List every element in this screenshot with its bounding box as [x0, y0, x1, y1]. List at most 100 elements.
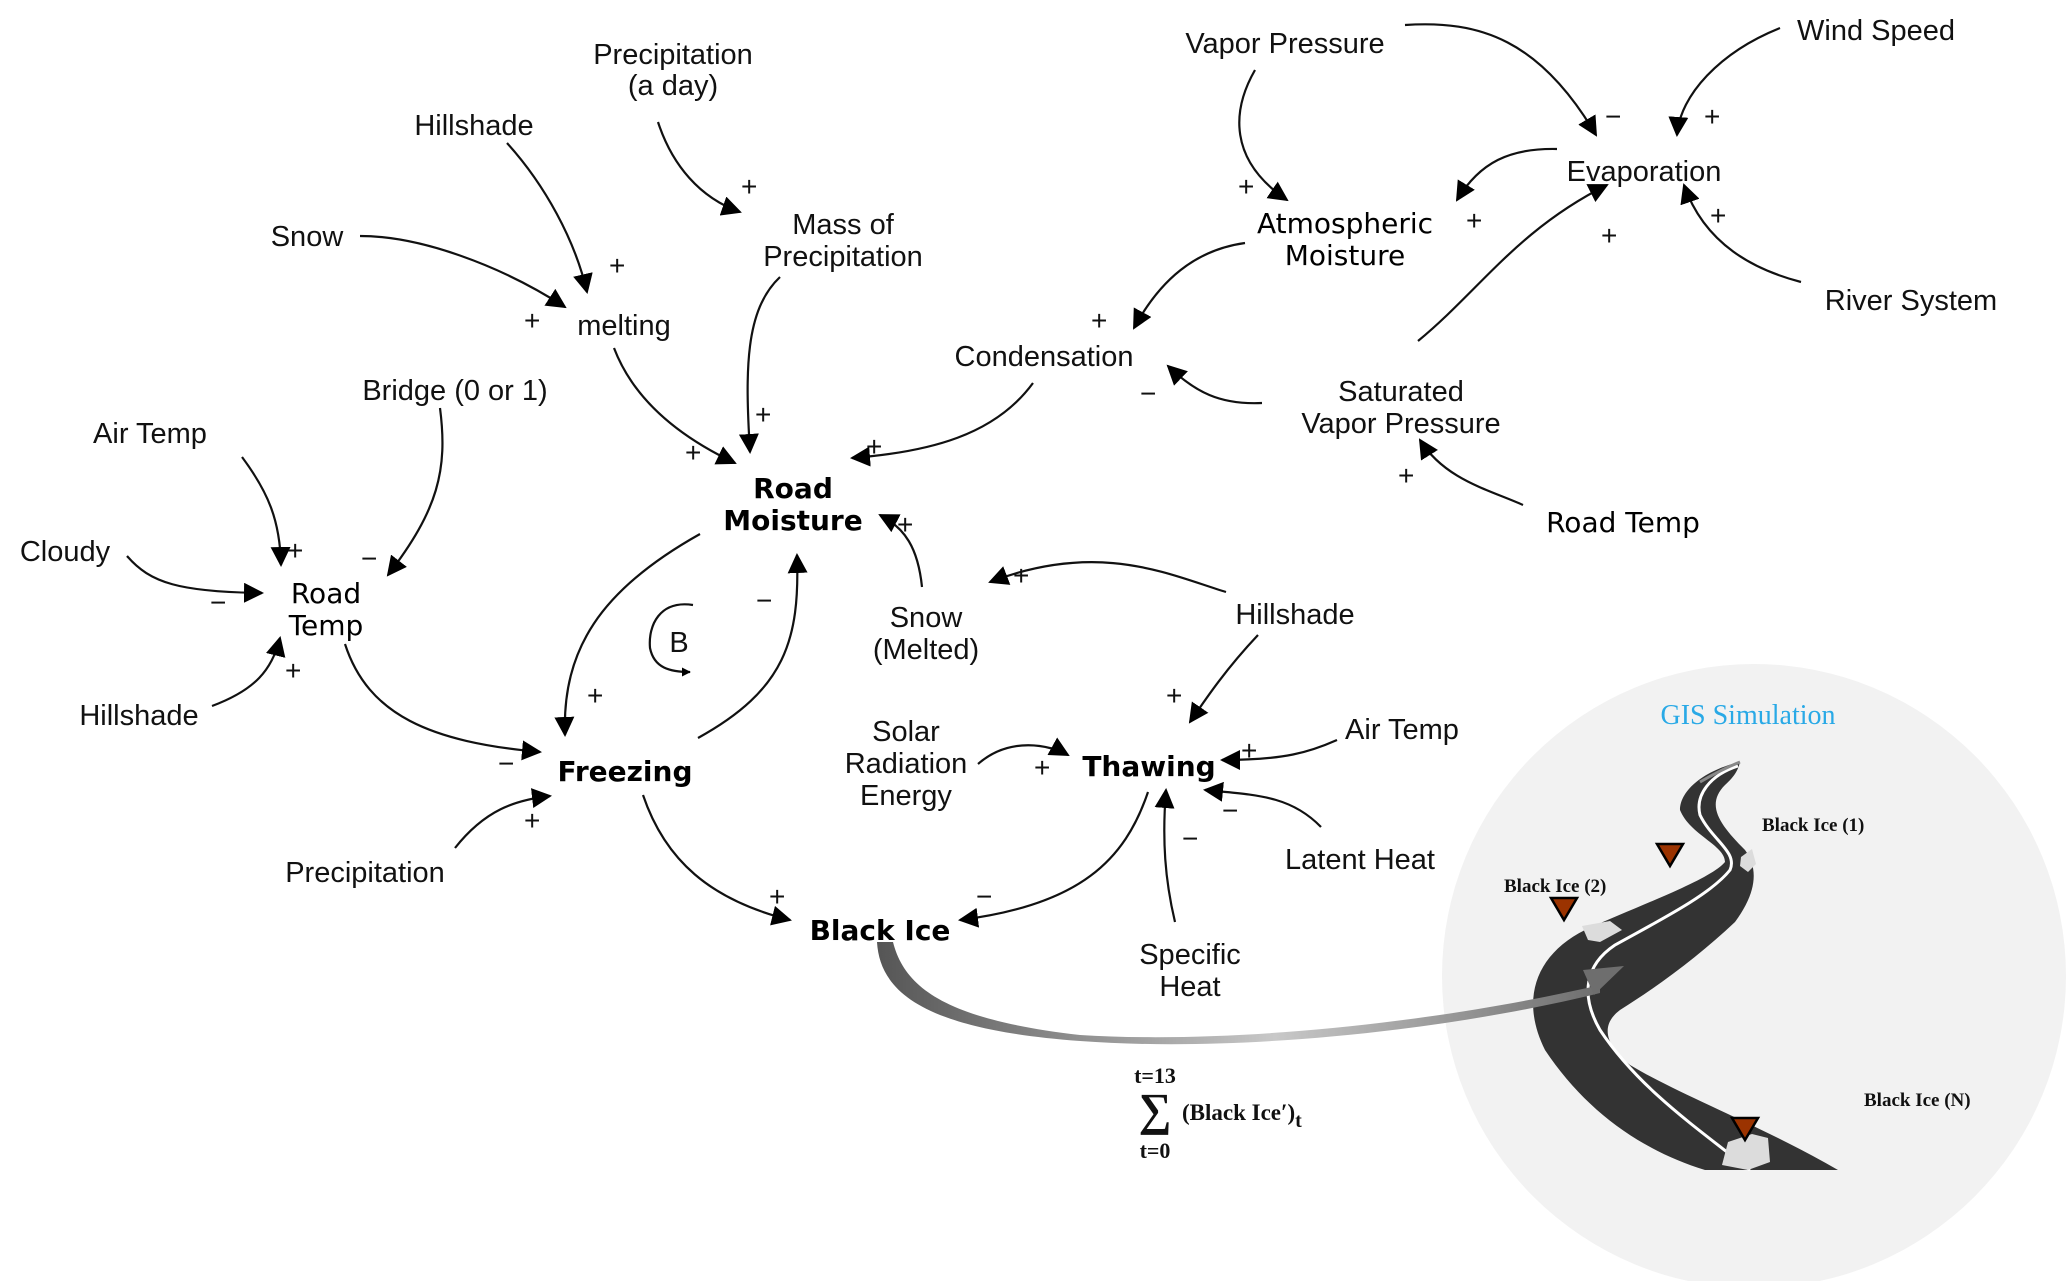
node-precipitation-bottom: Precipitation — [285, 857, 445, 889]
node-hillshade-mid: Hillshade — [1235, 599, 1354, 631]
sign-plus: + — [1601, 220, 1617, 251]
link-evaporation-to-atm-moisture — [1455, 147, 1558, 202]
node-bridge: Bridge (0 or 1) — [362, 375, 547, 407]
link-road-moisture-to-freezing — [554, 533, 701, 737]
node-precipitation-a-day: Precipitation(a day) — [593, 39, 753, 102]
marker-label-2: Black Ice (2) — [1504, 876, 1606, 897]
sign-plus: + — [587, 680, 603, 711]
link-airtemp-to-road-temp — [241, 456, 291, 567]
sign-plus: + — [1704, 101, 1720, 132]
link-melting-to-road-moisture — [612, 347, 737, 465]
marker-label-n: Black Ice (N) — [1864, 1090, 1971, 1111]
link-precip-to-freezing — [454, 788, 552, 849]
road-surface — [1533, 762, 1838, 1170]
sign-minus: − — [1140, 378, 1156, 409]
sign-plus: + — [524, 305, 540, 336]
sign-plus: + — [609, 250, 625, 281]
sign-plus: + — [1238, 171, 1254, 202]
sign-plus: + — [1013, 560, 1029, 591]
link-sat-vapor-to-condensation — [1166, 364, 1263, 405]
sign-plus: + — [524, 805, 540, 836]
road-illustration — [1533, 760, 1838, 1172]
sign-plus: + — [1710, 200, 1726, 231]
link-thawing-to-black-ice — [958, 791, 1150, 928]
sign-minus: − — [361, 543, 377, 574]
link-snow-to-melting — [359, 234, 567, 309]
link-sat-vapor-to-evaporation — [1417, 184, 1609, 342]
node-vapor-pressure: Vapor Pressure — [1185, 28, 1384, 60]
node-air-temp-left: Air Temp — [93, 418, 207, 450]
sign-plus: + — [1466, 205, 1482, 236]
sign-minus: − — [976, 881, 992, 912]
link-vapor-pressure-to-evaporation — [1404, 23, 1598, 137]
summation-formula: t=13 ∑ t=0 (Black Ice′)t — [1134, 1063, 1302, 1163]
link-mass-to-road-moisture — [738, 276, 781, 454]
sign-plus: + — [897, 509, 913, 540]
node-melting: melting — [577, 310, 671, 342]
sign-plus: + — [741, 171, 757, 202]
sign-plus: + — [1241, 735, 1257, 766]
sum-lower-limit: t=0 — [1140, 1138, 1171, 1163]
sign-minus: − — [1222, 795, 1238, 826]
node-road-temp-right: Road Temp — [1546, 506, 1700, 539]
node-condensation: Condensation — [955, 341, 1134, 373]
sign-plus: + — [866, 431, 882, 462]
sign-plus: + — [287, 535, 303, 566]
link-airtemp-to-thawing — [1220, 738, 1338, 770]
road-center-line — [1586, 764, 1751, 1172]
sum-upper-limit: t=13 — [1134, 1063, 1176, 1088]
link-atm-moisture-to-condensation — [1133, 241, 1246, 330]
black-ice-to-gis-arrow — [877, 942, 1624, 1045]
link-snow-melted-to-road-moisture — [878, 514, 924, 588]
link-freezing-to-road-moisture — [697, 553, 808, 739]
sum-sigma-symbol: ∑ — [1139, 1084, 1172, 1135]
balancing-loop-label: B — [669, 627, 688, 659]
causal-links — [126, 23, 1802, 928]
gis-simulation-panel: GIS Simulation Black Ice (1) Black Ice (… — [1442, 664, 2066, 1281]
node-river-system: River System — [1825, 285, 1997, 317]
link-river-to-evaporation — [1680, 183, 1802, 284]
node-thawing: Thawing — [1082, 750, 1215, 783]
link-freezing-to-black-ice — [641, 794, 792, 926]
sign-plus: + — [1091, 305, 1107, 336]
node-freezing: Freezing — [558, 755, 693, 788]
link-latent-heat-to-thawing — [1203, 781, 1322, 828]
sign-minus: − — [210, 587, 226, 618]
sign-plus: + — [769, 881, 785, 912]
road-fade-tail — [1699, 760, 1741, 784]
node-hillshade-top: Hillshade — [414, 110, 533, 142]
sign-plus: + — [285, 655, 301, 686]
sign-plus: + — [685, 437, 701, 468]
balancing-loop-arrow — [648, 603, 694, 677]
sign-plus: + — [1034, 752, 1050, 783]
node-hillshade-left: Hillshade — [79, 700, 198, 732]
link-condensation-to-road-moisture — [850, 382, 1034, 467]
node-wind-speed: Wind Speed — [1797, 15, 1955, 47]
link-hillshade-to-melting — [506, 142, 593, 294]
sign-minus: − — [498, 748, 514, 779]
big-curved-arrow-shaft — [877, 942, 1600, 1045]
link-road-temp-to-freezing — [343, 643, 542, 761]
link-precip-day-to-mass — [656, 121, 742, 216]
black-ice-marker-1-icon — [1654, 842, 1686, 869]
sign-plus: + — [1398, 460, 1414, 491]
big-arrow-head — [1583, 966, 1624, 995]
link-wind-speed-to-evaporation — [1668, 26, 1781, 137]
link-vapor-pressure-to-atm-moisture — [1238, 69, 1289, 202]
black-ice-marker-n-icon — [1729, 1116, 1761, 1143]
link-road-temp-to-sat-vapor — [1418, 438, 1524, 507]
link-hillshade-to-snow-melted — [988, 561, 1227, 594]
link-cloudy-to-road-temp — [126, 555, 264, 603]
node-latent-heat: Latent Heat — [1285, 844, 1435, 876]
variable-labels: Precipitation(a day) Hillshade Snow melt… — [20, 15, 1997, 1003]
link-specific-heat-to-thawing — [1154, 788, 1177, 923]
node-snow: Snow — [271, 221, 345, 253]
node-snow-melted: Snow(Melted) — [873, 602, 979, 666]
link-bridge-to-road-temp — [386, 407, 444, 577]
link-hillshade-to-road-temp — [211, 636, 286, 708]
